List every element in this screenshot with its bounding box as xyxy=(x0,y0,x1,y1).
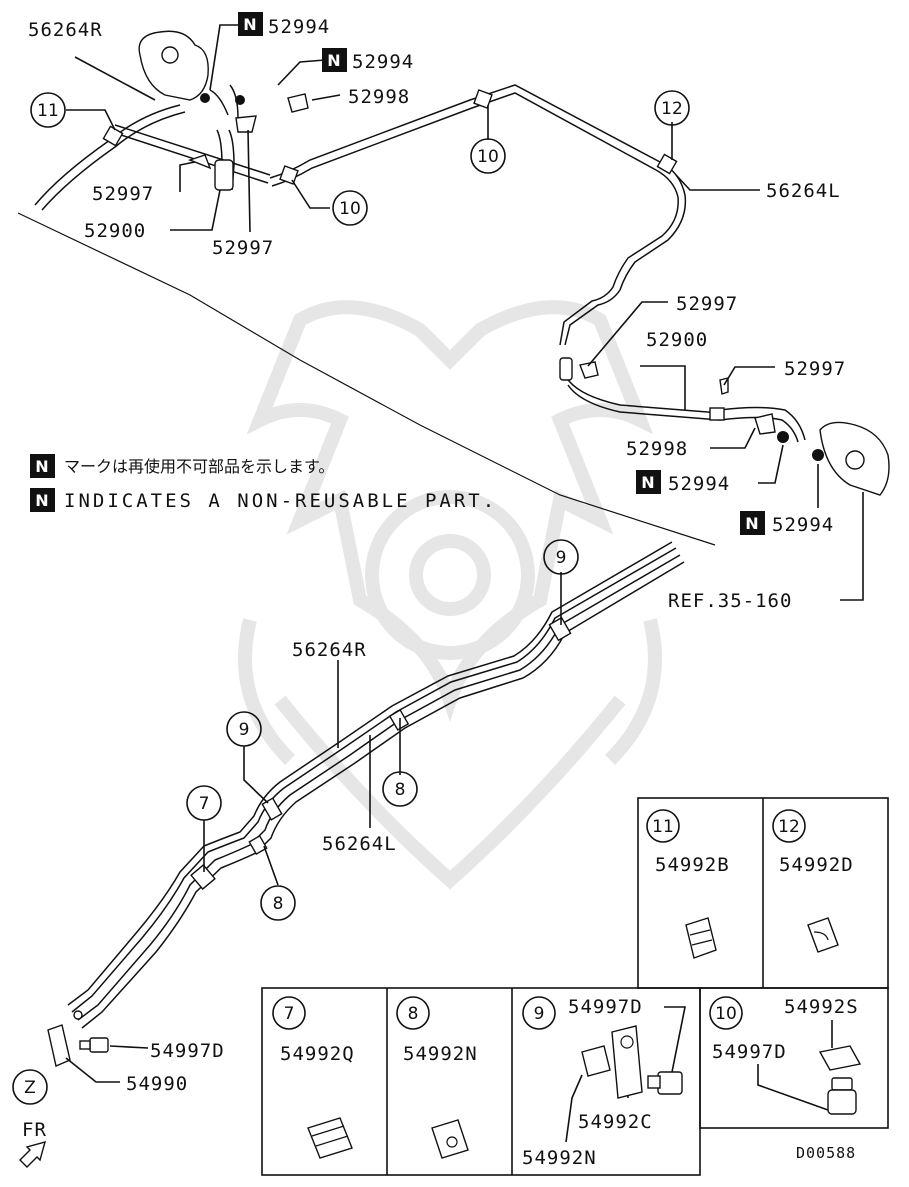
clip-12-icon xyxy=(807,917,839,953)
table-num-8: 8 xyxy=(408,1004,419,1024)
callout-11: 11 xyxy=(37,101,59,121)
label-clip-top-1: 52997 xyxy=(92,183,154,205)
clip-10-icon xyxy=(818,1045,862,1071)
callout-circles: 11 12 10 10 9 9 8 7 8 Z xyxy=(12,90,690,1105)
label-bolt-right: 52998 xyxy=(626,438,688,460)
label-hose-r-top: 56264R xyxy=(28,19,103,41)
part-labels: 56264R 52994 52994 52998 52997 52900 529… xyxy=(22,16,856,1162)
n-symbol: N xyxy=(641,473,654,492)
label-joint: 54997D xyxy=(150,1040,225,1062)
n-symbol: N xyxy=(243,15,256,34)
table-part-9-bot: 54992N xyxy=(522,1147,597,1169)
callout-9: 9 xyxy=(239,720,250,740)
label-drawing-number: D00588 xyxy=(796,1144,856,1162)
callout-9: 9 xyxy=(556,548,567,568)
table-num-7: 7 xyxy=(284,1004,295,1024)
table-num-9: 9 xyxy=(534,1004,545,1024)
clip-9-bracket-icon xyxy=(611,1025,643,1099)
table-part-7: 54992Q xyxy=(280,1043,355,1065)
label-clip-right-1: 52997 xyxy=(676,293,738,315)
label-tube-l-mid: 56264L xyxy=(322,833,397,855)
callout-10: 10 xyxy=(477,147,499,167)
table-num-12: 12 xyxy=(778,817,800,837)
clip-7-icon xyxy=(307,1117,353,1159)
watermark-emblem xyxy=(238,300,662,890)
table-num-10: 10 xyxy=(715,1004,737,1024)
label-bolt-top: 52998 xyxy=(348,86,410,108)
note-english: INDICATES A NON-REUSABLE PART. xyxy=(64,490,497,512)
label-clip-right-2: 52997 xyxy=(784,358,846,380)
n-symbol: N xyxy=(35,457,48,476)
leader-lines xyxy=(65,24,864,1083)
callout-7: 7 xyxy=(199,794,210,814)
clip-table: 11 54992B 12 54992D 7 54992Q 8 54992N 9 … xyxy=(261,797,889,1176)
table-part-9-top: 54997D xyxy=(568,996,643,1018)
top-clips xyxy=(102,89,725,421)
label-front: FR xyxy=(22,1119,47,1141)
callout-10: 10 xyxy=(339,199,361,219)
table-part-9-mid: 54992C xyxy=(578,1111,653,1133)
top-brake-lines xyxy=(34,84,806,443)
label-bracket: 54990 xyxy=(126,1073,188,1095)
callout-12: 12 xyxy=(661,99,683,119)
n-symbol: N xyxy=(745,514,758,533)
callout-8: 8 xyxy=(273,894,284,914)
joint-9-icon xyxy=(657,1071,683,1095)
non-reusable-markers: N N N N xyxy=(238,12,765,535)
bracket-assembly xyxy=(47,1010,109,1067)
label-tube-r-mid: 56264R xyxy=(292,639,367,661)
clip-8-icon xyxy=(431,1119,469,1159)
bottom-clips xyxy=(190,616,572,891)
table-num-11: 11 xyxy=(652,817,674,837)
caliper-right xyxy=(579,361,890,496)
label-washer-top-1: 52994 xyxy=(268,16,330,38)
label-hose-top: 52900 xyxy=(84,220,146,242)
label-hose-right: 52900 xyxy=(646,329,708,351)
note-japanese: マークは再使用不可部品を示します。 xyxy=(64,457,334,476)
front-arrow-icon xyxy=(19,1140,47,1168)
table-part-11: 54992B xyxy=(655,854,730,876)
n-symbol: N xyxy=(35,491,48,510)
caliper-left xyxy=(138,30,309,170)
table-part-12: 54992D xyxy=(779,854,854,876)
legend-note: N マークは再使用不可部品を示します。 N INDICATES A NON-RE… xyxy=(30,454,497,512)
table-part-10-b: 54997D xyxy=(712,1041,787,1063)
callout-z: Z xyxy=(24,1078,36,1098)
label-washer-right-2: 52994 xyxy=(772,514,834,536)
clip-11-icon xyxy=(685,917,717,959)
label-tube-l-top: 56264L xyxy=(766,180,841,202)
table-part-10-a: 54992S xyxy=(784,996,859,1018)
label-washer-right-1: 52994 xyxy=(668,473,730,495)
label-ref: REF.35-160 xyxy=(668,590,792,612)
joint-10-icon xyxy=(831,1077,853,1091)
label-washer-top-2: 52994 xyxy=(352,51,414,73)
clip-9-icon xyxy=(581,1045,611,1077)
callout-8: 8 xyxy=(395,780,406,800)
n-symbol: N xyxy=(327,51,340,70)
bottom-brake-lines xyxy=(67,541,685,1029)
label-clip-top-2: 52997 xyxy=(212,237,274,259)
table-part-8: 54992N xyxy=(403,1043,478,1065)
